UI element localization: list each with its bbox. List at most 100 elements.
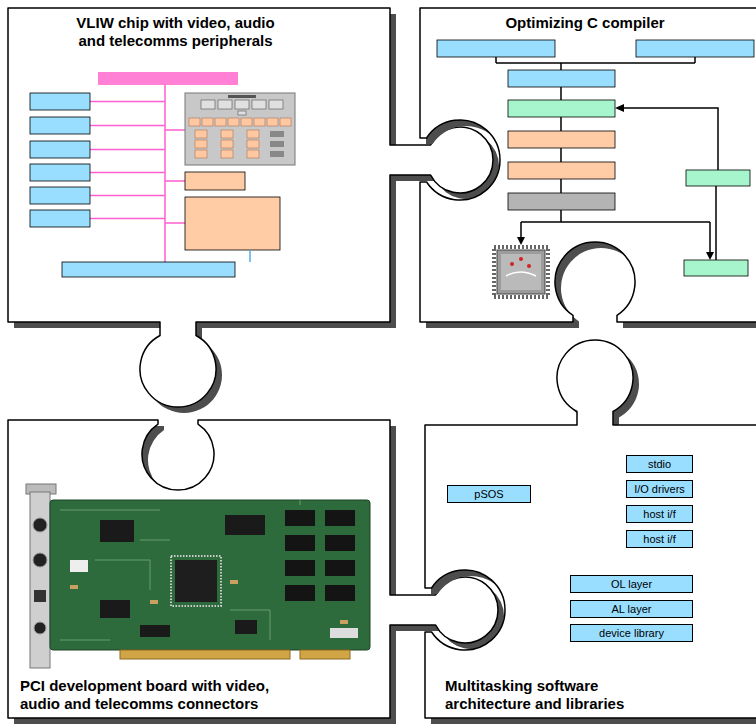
stage-box — [508, 70, 615, 87]
support-chip — [225, 515, 265, 535]
chip-pins — [494, 247, 548, 297]
small-parts — [70, 580, 348, 624]
vliw-chip-block-diagram — [30, 72, 295, 277]
flow-line — [496, 57, 716, 260]
arrow-head — [615, 104, 624, 112]
core-unit — [238, 111, 246, 115]
core-unit — [218, 100, 232, 109]
memory-chip — [285, 560, 315, 576]
header — [330, 628, 358, 638]
core-unit — [252, 100, 266, 109]
functional-unit — [195, 130, 207, 138]
peripheral-box — [30, 141, 90, 158]
piece-heading: PCI development board with video, audio … — [20, 677, 290, 713]
connector — [34, 622, 46, 634]
piece-border — [420, 8, 756, 322]
pci-bus-bar — [62, 262, 235, 277]
register-cell — [270, 151, 284, 157]
module-label: pSOS — [474, 487, 503, 501]
core-detail — [228, 95, 256, 98]
chip-body — [497, 250, 545, 294]
small-part — [340, 620, 348, 624]
small-part — [150, 600, 158, 604]
heading-holder: PCI development board with video, audio … — [20, 677, 290, 713]
software-module-box: host i/f — [626, 505, 693, 523]
core-body — [185, 93, 295, 165]
cpu-core — [185, 93, 295, 165]
bus-bar — [98, 72, 238, 85]
memory-block — [185, 197, 280, 250]
connector — [33, 518, 47, 532]
compiler-flow — [437, 40, 754, 297]
sticker — [70, 560, 88, 572]
peripheral-box — [30, 117, 90, 134]
memory-chip — [285, 510, 315, 526]
feedback-box — [686, 170, 750, 186]
support-chip — [100, 520, 134, 542]
arrow-head — [517, 237, 525, 245]
support-chip — [100, 600, 130, 618]
functional-unit — [215, 118, 226, 126]
functional-unit — [247, 130, 259, 138]
functional-unit — [221, 140, 233, 148]
stage-box — [508, 162, 615, 179]
module-label: I/O drivers — [634, 482, 685, 496]
core-unit — [235, 100, 249, 109]
connector — [34, 590, 46, 602]
core-unit — [201, 100, 215, 109]
functional-unit — [221, 150, 233, 158]
functional-unit — [247, 150, 259, 158]
bus-line — [90, 85, 185, 262]
memory-chip — [325, 560, 355, 576]
logo-swoosh — [506, 272, 536, 276]
stage-box — [508, 100, 615, 117]
register-cell — [270, 131, 284, 137]
memory-chip — [285, 585, 315, 601]
module-label: OL layer — [611, 577, 652, 591]
piece-shape — [425, 340, 756, 724]
source-box — [636, 40, 754, 57]
silkscreen — [60, 500, 300, 640]
module-label: stdio — [648, 457, 671, 471]
memory-chip — [325, 535, 355, 551]
piece-shape — [420, 8, 756, 328]
piece-outline — [421, 336, 756, 725]
functional-unit — [195, 150, 207, 158]
peripheral-boxes — [30, 93, 90, 227]
functional-unit — [254, 118, 265, 126]
register-cell — [270, 141, 284, 147]
heading-holder: Multitasking software architecture and l… — [445, 677, 660, 713]
support-chip — [235, 620, 257, 634]
functional-unit — [228, 118, 239, 126]
heading-holder: VLIW chip with video, audio and telecomm… — [68, 14, 283, 50]
memory-link — [249, 250, 251, 262]
piece-heading: VLIW chip with video, audio and telecomm… — [68, 14, 283, 50]
functional-unit — [280, 118, 291, 126]
functional-units — [189, 118, 291, 158]
software-module-box: I/O drivers — [626, 480, 693, 498]
chip-face — [501, 254, 541, 290]
module-label: host i/f — [643, 507, 675, 521]
module-label: host i/f — [643, 532, 675, 546]
piece-heading: Optimizing C compiler — [480, 14, 690, 32]
connector — [33, 553, 47, 567]
functional-unit — [247, 140, 259, 148]
software-module-box: pSOS — [447, 485, 531, 503]
peripheral-box — [30, 93, 90, 110]
stage-box — [508, 131, 615, 148]
functional-unit — [267, 118, 278, 126]
memory-chip — [325, 585, 355, 601]
functional-unit — [241, 118, 252, 126]
support-chip — [140, 625, 170, 637]
profile-box — [684, 260, 748, 276]
core-unit — [269, 100, 283, 109]
puzzle-piece: Multitasking software architecture and l… — [421, 336, 756, 725]
functional-unit — [195, 140, 207, 148]
memory-chip — [325, 510, 355, 526]
peripheral-box — [30, 210, 90, 227]
circuit-board — [50, 500, 370, 650]
arrow-head — [706, 252, 714, 260]
logo-dot — [519, 257, 523, 261]
edge-connector — [300, 650, 350, 659]
heading-holder: Optimizing C compiler — [480, 14, 690, 32]
